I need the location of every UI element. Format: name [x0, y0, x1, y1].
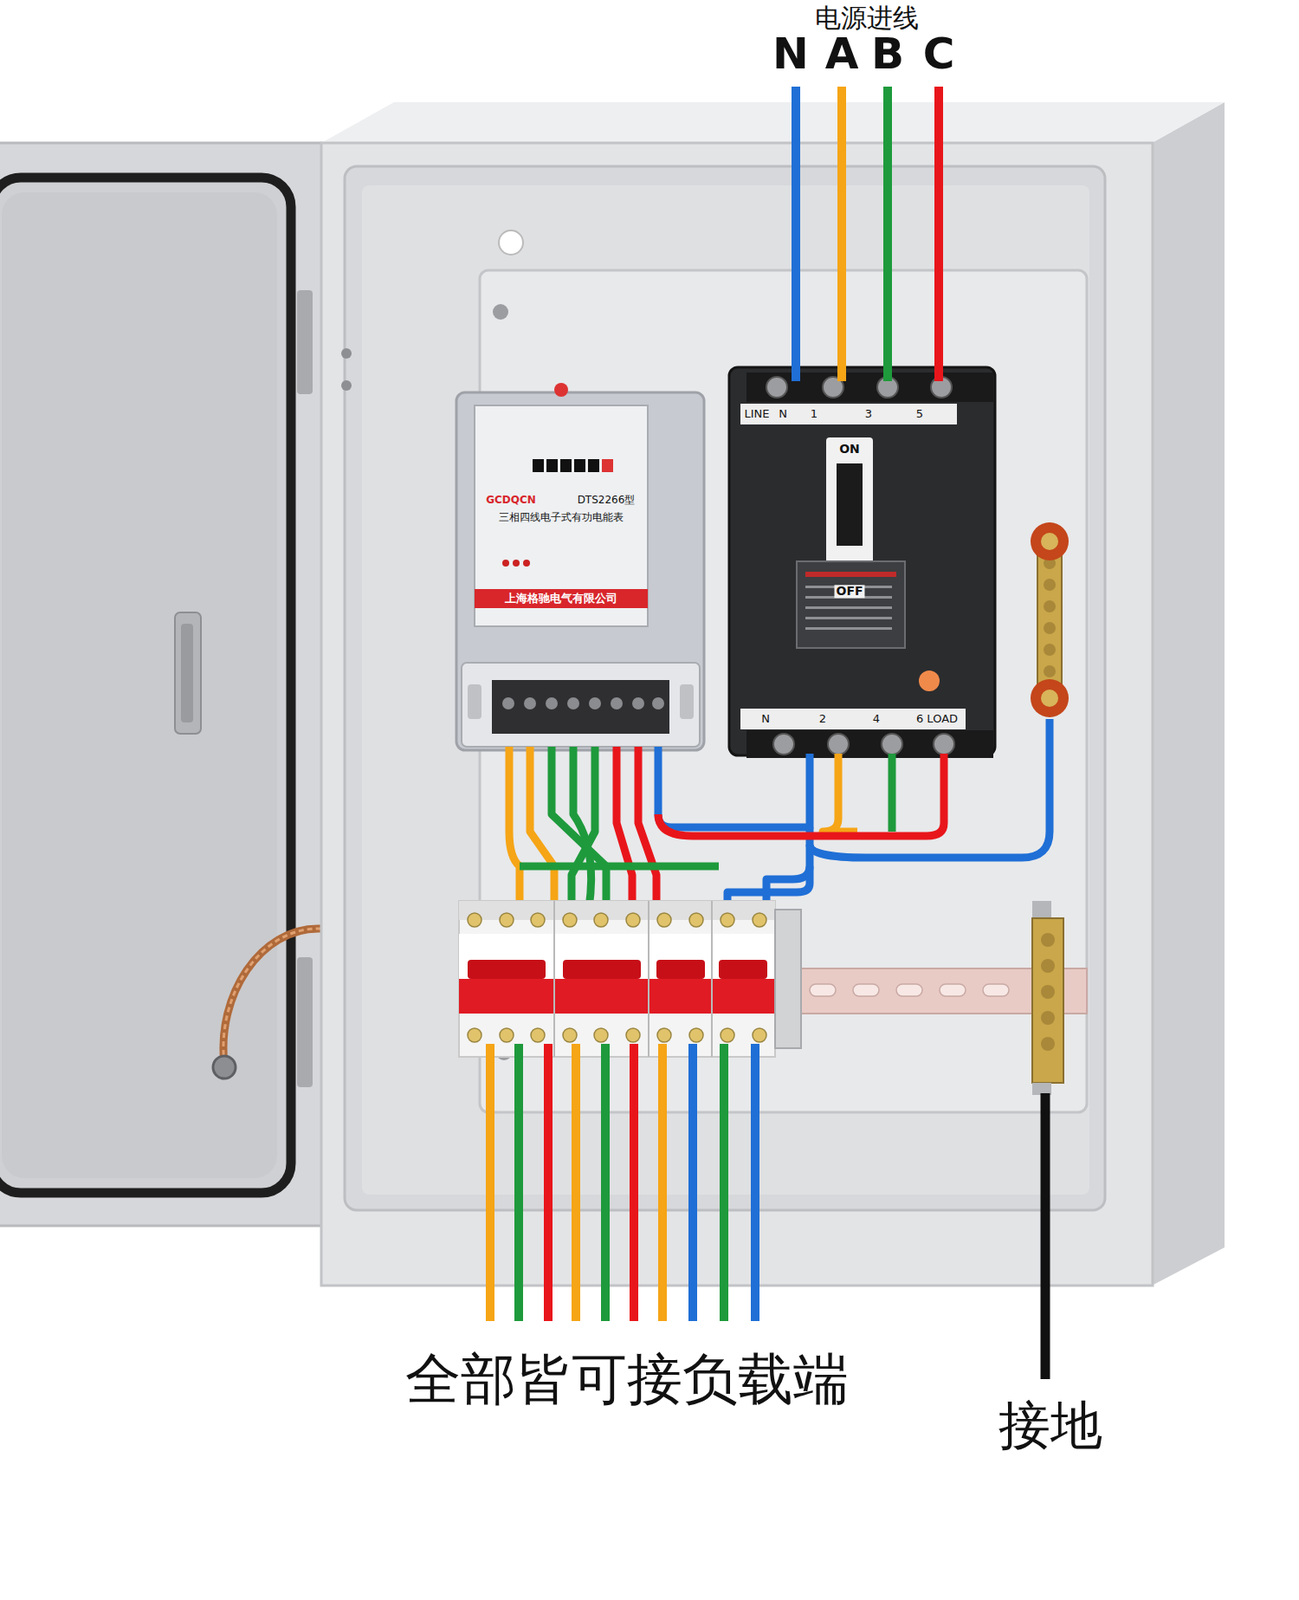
terminal-label: N — [776, 407, 789, 421]
phase-label: B — [871, 30, 905, 78]
terminal-label: LINE — [742, 407, 771, 421]
load-side-label: 全部皆可接负载端 — [405, 1348, 849, 1409]
brand-label: GCDQCN — [484, 494, 538, 506]
terminal-label: 5 — [914, 407, 925, 421]
phase-label: C — [923, 30, 956, 78]
ground-label: 接地 — [998, 1395, 1103, 1454]
terminal-label: 1 — [808, 407, 820, 421]
switch-label: ON — [837, 442, 862, 456]
terminal-label: 2 — [817, 712, 828, 725]
terminal-label: 6 LOAD — [914, 712, 960, 725]
terminal-label: N — [759, 712, 772, 725]
terminal-label: 4 — [871, 712, 882, 725]
model-label: DTS2266型 — [575, 494, 638, 506]
meter-name-label: 三相四线电子式有功电能表 — [497, 511, 626, 524]
maker-label: 上海格驰电气有限公司 — [504, 592, 618, 605]
heading-label: 电源进线 — [814, 3, 919, 33]
terminal-label: 3 — [863, 407, 874, 421]
switch-label: OFF — [833, 584, 865, 598]
phase-label: N — [772, 30, 809, 78]
phase-label: A — [825, 30, 860, 78]
